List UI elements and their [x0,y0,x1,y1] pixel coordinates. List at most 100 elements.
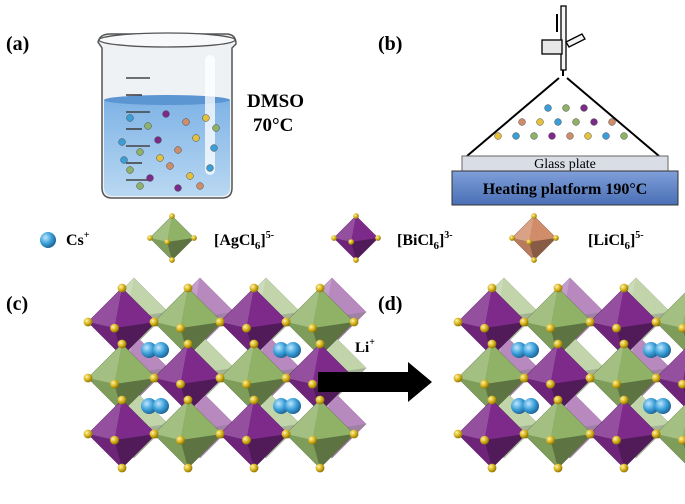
agcl6-octahedron [281,283,359,361]
spray-droplet [608,118,616,126]
bicl6-octahedron [453,395,531,473]
cl-atom [349,429,359,439]
cl-atom [281,373,291,383]
cl-atom [110,379,119,389]
cl-atom [117,283,127,293]
cl-atom [585,373,595,383]
cs-ions [141,342,301,414]
cl-atom [480,323,489,333]
cl-atom [147,235,153,241]
spray-droplet [584,132,592,140]
cl-atom [526,239,533,245]
spray-cone [466,77,660,157]
cl-atom [183,283,193,293]
cl-atom [242,323,251,333]
bicl6-octahedron [585,395,663,473]
cs-ion [655,398,671,414]
cs-ion-icon [40,232,56,248]
panel-label-c: (c) [6,293,28,315]
cs-ion [285,398,301,414]
precursor-particle [136,148,144,156]
cl-atom [249,339,259,349]
legend-li-charge: 5- [635,230,643,241]
legend-ag-charge: 5- [266,230,274,241]
cl-atom [215,373,225,383]
cl-atom [453,373,463,383]
agcl6-octahedron [651,404,685,464]
cl-atom [480,435,489,445]
cl-atom [315,463,325,473]
cl-atom [215,317,225,327]
cl-atom [242,435,251,445]
spray-droplet [602,132,610,140]
agcl6-octahedron [83,339,161,417]
cl-atom [546,323,555,333]
precursor-particle [196,182,204,190]
precursor-particle [166,162,174,170]
legend-item-agcl6: [AgCl6]5- [147,213,274,263]
cl-atom [480,379,489,389]
agcl6-octahedron [519,283,597,361]
panel-label-d: (d) [378,293,402,315]
agcl6-octahedron [519,395,597,473]
li-doping-arrow: Li+ [318,337,432,402]
cl-atom [353,257,359,263]
cl-atom [375,235,381,241]
cl-atom [546,379,555,389]
licl6-octahedron [509,213,559,263]
cl-atom [315,283,325,293]
cs-ion [141,342,157,358]
cl-atom [353,213,359,219]
precursor-particle [126,166,134,174]
bicl6-octahedron [519,339,597,417]
spray-droplet [566,132,574,140]
cl-atom [487,283,497,293]
cl-atom [585,429,595,439]
precursor-particle [144,122,152,130]
cl-atom [315,395,325,405]
cl-atom [117,395,127,405]
legend-item-bicl6: [BiCl6]3- [331,213,453,263]
legend-ag-label: [AgCl [214,232,255,249]
cl-atom [83,317,93,327]
cs-ion [153,398,169,414]
bicl6-octahedron-icon [331,213,381,263]
cl-atom [281,317,291,327]
bicl6-octahedron [651,348,685,408]
solvent-name: DMSO [247,91,304,112]
spray-droplet [548,132,556,140]
heating-platform-label: Heating platform 190°C [483,181,648,198]
cl-atom [487,463,497,473]
cl-atom [315,339,325,349]
cs-ion [511,398,527,414]
cl-atom [553,339,563,349]
front-layer [83,283,359,473]
cl-atom [308,435,317,445]
cl-atom [164,239,171,245]
cl-atom [117,463,127,473]
cl-atom [619,283,629,293]
agcl6-octahedron [585,339,663,417]
agcl6-octahedron [453,339,531,417]
legend-item-licl6: [LiCl6]5- [509,213,644,263]
beaker-graduations [126,77,150,181]
cl-atom [678,379,685,389]
cl-atom [83,373,93,383]
cl-atom [191,235,197,241]
cl-atom [169,213,175,219]
precursor-particle [192,134,200,142]
cl-atom [183,339,193,349]
cl-atom [519,373,529,383]
cl-atom [678,435,685,445]
cs-ion [273,398,289,414]
cl-atom [651,317,661,327]
spray-nozzle [541,5,586,76]
cl-atom [249,463,259,473]
cl-atom [453,429,463,439]
spray-droplet [620,132,628,140]
precursor-particle [154,136,162,144]
cs-ions [511,342,671,414]
legend-bi-label: [BiCl [397,232,434,249]
cs-ion [655,342,671,358]
precursor-particle [162,110,170,118]
